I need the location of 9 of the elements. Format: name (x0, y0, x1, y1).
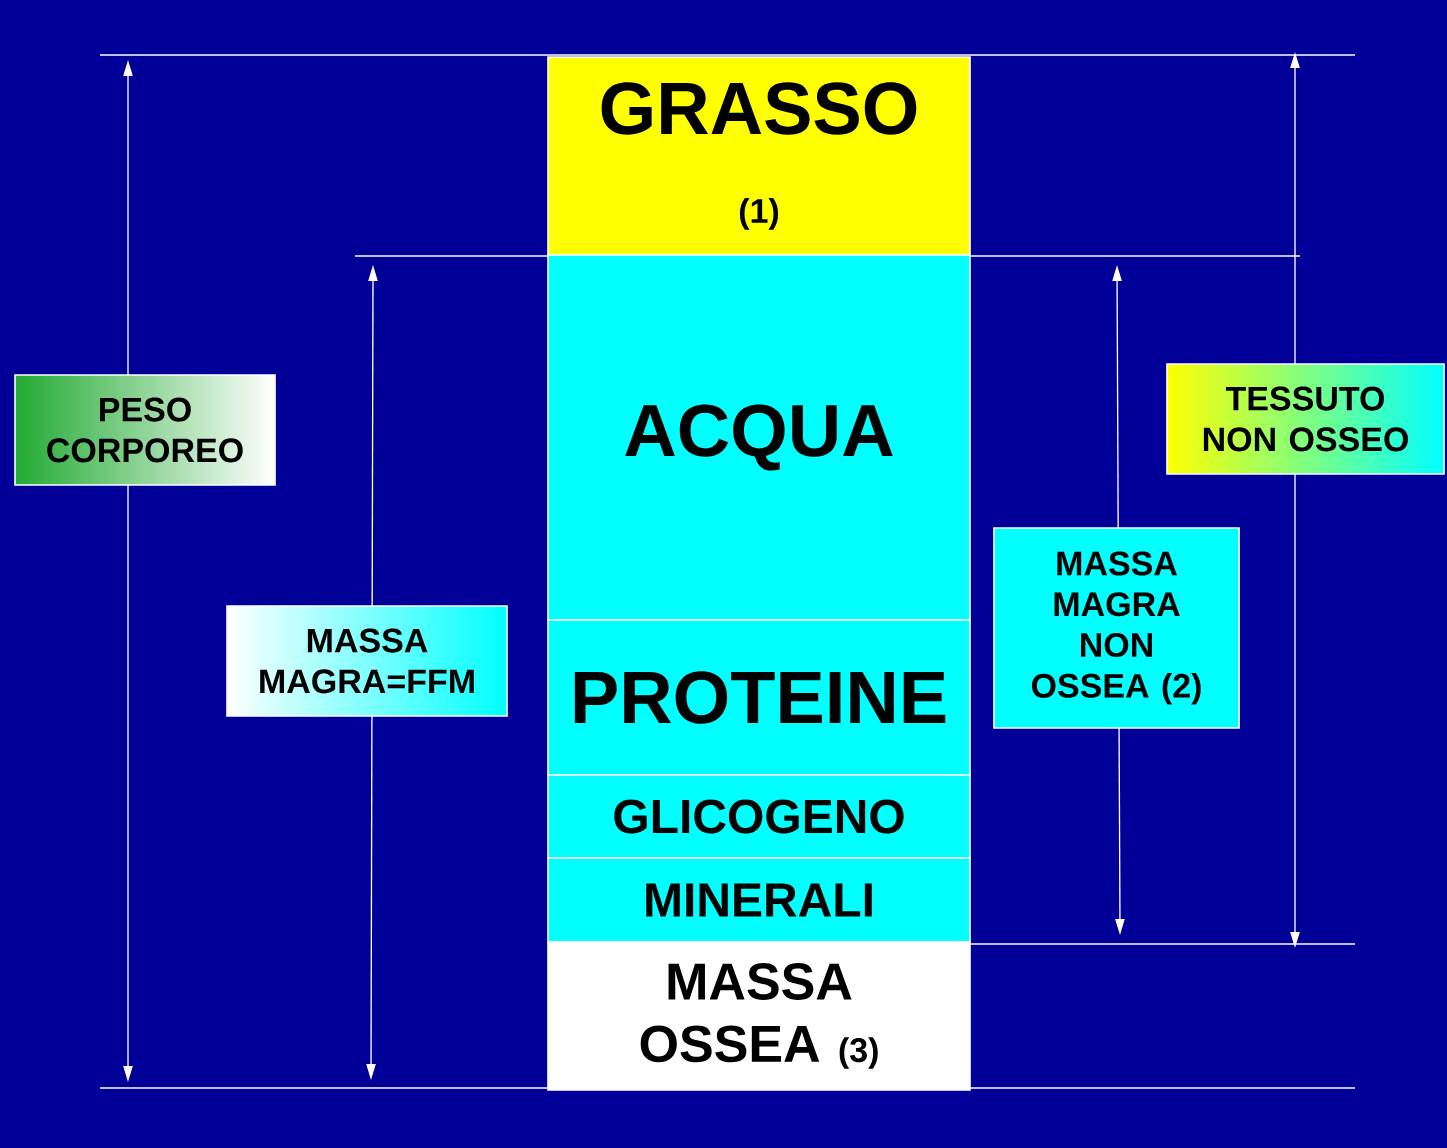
label-box: MASSA MAGRA=FFM (226, 605, 508, 717)
column-segment: PROTEINE (547, 619, 971, 776)
column-segment: MASSA OSSEA (3) (547, 941, 971, 1091)
column-segment: GRASSO (1) (547, 56, 971, 256)
column-segment: GLICOGENO (547, 774, 971, 859)
label-box: PESO CORPOREO (14, 374, 276, 486)
column-segment: MINERALI (547, 857, 971, 943)
label-box: MASSA MAGRA NON OSSEA (2) (993, 527, 1240, 729)
label-box: TESSUTO NON OSSEO (1166, 363, 1445, 475)
